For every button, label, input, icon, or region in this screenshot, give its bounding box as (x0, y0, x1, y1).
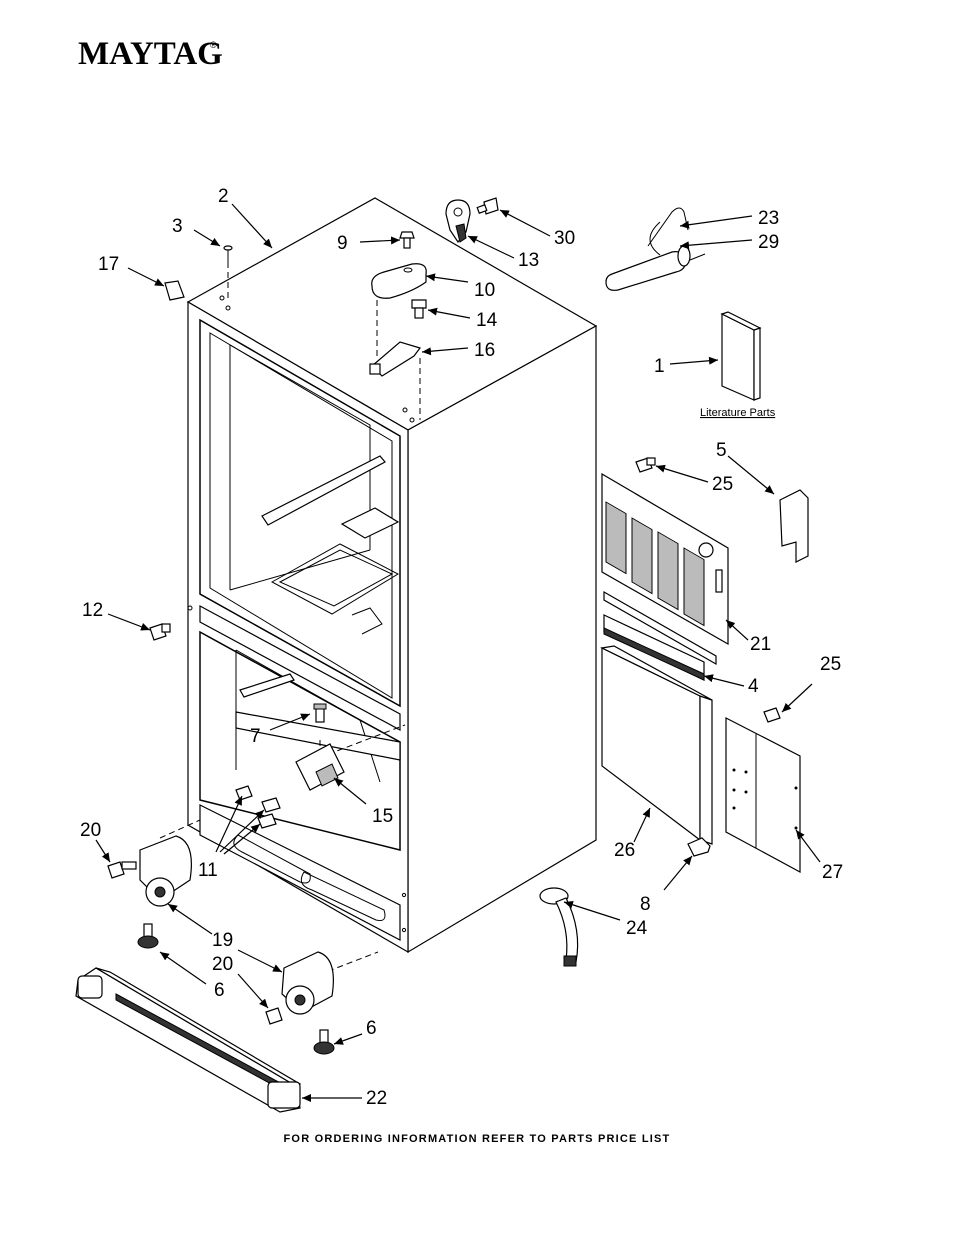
clip-part (687, 837, 711, 857)
callout-20-lower: 20 (212, 954, 233, 975)
callout-17: 17 (98, 254, 119, 275)
callout-20-upper: 20 (80, 820, 101, 841)
callout-16: 16 (474, 340, 495, 361)
callout-3: 3 (172, 216, 183, 237)
callout-21: 21 (750, 634, 771, 655)
callout-6-right: 6 (366, 1018, 377, 1039)
tape-part (164, 280, 185, 301)
callout-12: 12 (82, 600, 103, 621)
screw-part-25b (763, 707, 781, 723)
screw-part-3 (223, 245, 233, 262)
registered-mark: ® (210, 40, 217, 50)
base-grille (75, 967, 302, 1113)
leveler-left (137, 923, 159, 949)
cabinet (159, 197, 598, 983)
literature-parts-label: Literature Parts (700, 407, 776, 419)
leveler-right (313, 1029, 335, 1055)
screw-part-20b (265, 1007, 283, 1025)
callout-30: 30 (554, 228, 575, 249)
screw-part-12 (149, 623, 171, 641)
roller-bracket-left (139, 835, 192, 907)
callout-labels: 2 3 17 9 10 14 16 13 30 23 29 1 Literatu… (80, 186, 843, 1109)
callout-29: 29 (758, 232, 779, 253)
screw-part-9 (399, 231, 415, 249)
callout-19: 19 (212, 930, 233, 951)
callout-8: 8 (640, 894, 651, 915)
cover-plate (725, 717, 801, 874)
callout-13: 13 (518, 250, 539, 271)
callout-14: 14 (476, 310, 498, 331)
callout-11: 11 (198, 860, 218, 881)
callout-26: 26 (614, 840, 635, 861)
callout-9: 9 (337, 233, 348, 254)
bolt-part-14 (411, 299, 427, 319)
drain-tube-part (539, 887, 579, 967)
roller-bracket-right (281, 951, 334, 1015)
literature-book (720, 311, 762, 401)
screw-part-25a (635, 457, 656, 473)
callout-2: 2 (218, 186, 229, 207)
callout-6-left: 6 (214, 980, 225, 1001)
callout-23: 23 (758, 208, 779, 229)
callout-22: 22 (366, 1088, 387, 1109)
footer-note: FOR ORDERING INFORMATION REFER TO PARTS … (283, 1133, 671, 1145)
grille-panel (601, 472, 729, 666)
callout-1: 1 (654, 356, 665, 377)
callout-5: 5 (716, 440, 727, 461)
callout-4: 4 (748, 676, 759, 697)
bracket-part (779, 489, 809, 563)
water-tube-part (605, 207, 706, 291)
callout-7: 7 (250, 726, 261, 747)
callout-15: 15 (372, 806, 393, 827)
maytag-logo: MAYTAG (78, 36, 223, 72)
toe-panel (600, 645, 713, 845)
callout-25-upper: 25 (712, 474, 733, 495)
hinge-part-13 (445, 199, 471, 244)
leader-lines (95, 203, 821, 1102)
callout-25-lower: 25 (820, 654, 841, 675)
screw-part-7 (313, 703, 327, 723)
screw-part-20a (107, 861, 137, 879)
callout-27: 27 (822, 862, 843, 883)
bolt-part-30 (476, 197, 499, 215)
callout-24: 24 (626, 918, 648, 939)
callout-10: 10 (474, 280, 495, 301)
